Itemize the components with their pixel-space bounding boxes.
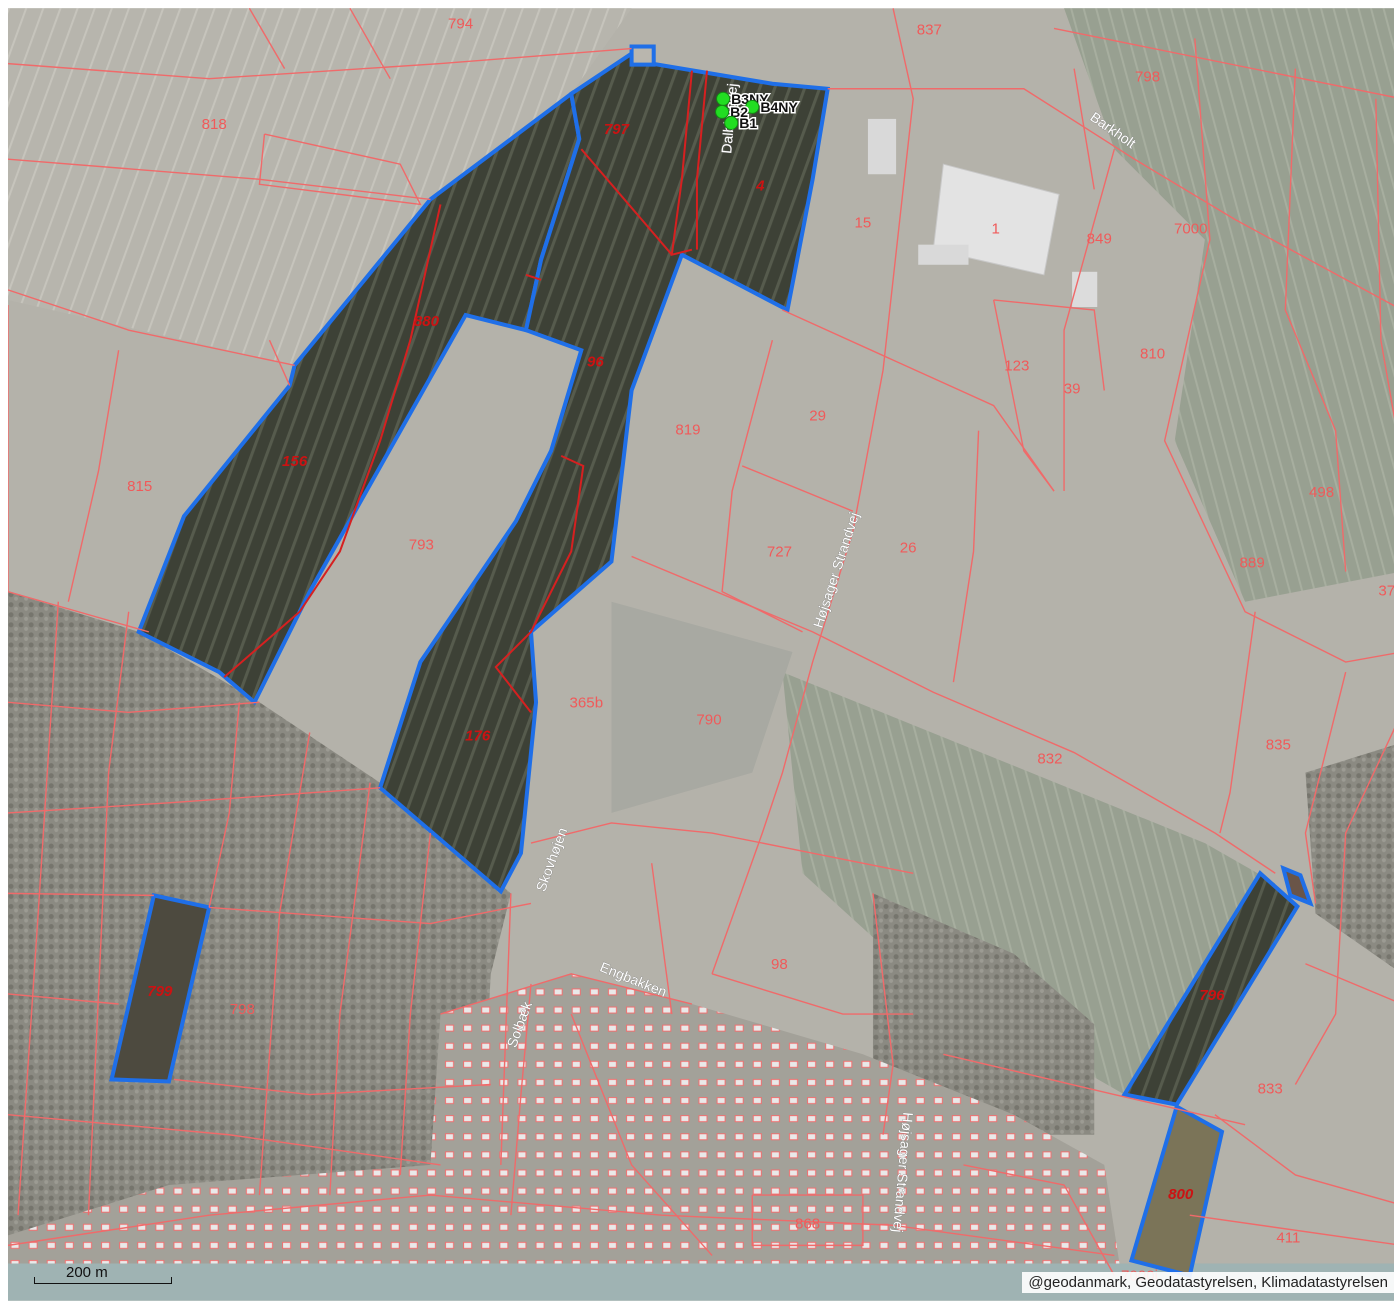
parcel-number-label: 833	[1258, 1081, 1283, 1098]
selected-parcel-number-label: 4	[755, 177, 765, 194]
well-marker[interactable]	[716, 91, 731, 106]
parcel-number-label: 849	[1087, 231, 1112, 248]
well-label: B4NY	[760, 99, 798, 115]
parcel-number-label: 365b	[570, 694, 604, 711]
well-label: B1	[739, 115, 757, 131]
selected-parcel-number-label: 797	[604, 121, 630, 138]
parcel-number-label: 370	[1378, 583, 1394, 600]
selected-parcel-labels: 797 4 880 156 96 176 799 796 800	[147, 121, 1225, 1203]
selected-parcel-number-label: 800	[1168, 1186, 1194, 1203]
parcel-number-label: 889	[1240, 555, 1265, 572]
aerial-map[interactable]: 7948378187981518497000123398108192981579…	[8, 8, 1394, 1301]
farm-building	[918, 244, 969, 265]
settlement-area	[8, 973, 1125, 1296]
selected-parcel-number-label: 796	[1199, 987, 1225, 1004]
parcel-number-label: 810	[1140, 345, 1165, 362]
parcel-number-label: 1	[991, 221, 999, 238]
parcel-number-label: 98	[771, 956, 788, 973]
parcel-number-label: 26	[900, 539, 917, 556]
scale-bar-line	[34, 1277, 172, 1284]
field-northeast	[1064, 8, 1394, 602]
parcel-number-label: 498	[1309, 484, 1334, 501]
scale-bar-label: 200 m	[66, 1264, 108, 1281]
parcel-number-label: 815	[127, 478, 152, 495]
internal-parcel-lines	[223, 70, 709, 713]
field-middle	[611, 601, 793, 813]
parcel-number-label: 819	[675, 422, 700, 439]
field-east	[782, 672, 1276, 1095]
parcel-number-label: 818	[202, 116, 227, 133]
forest-southeast	[872, 893, 1095, 1135]
selected-parcel-small-east[interactable]	[1280, 864, 1314, 907]
well-label: B3NY	[731, 91, 769, 107]
selected-parcel-797[interactable]	[377, 51, 831, 895]
parcel-number-label: 835	[1266, 737, 1291, 754]
selected-parcel-number-label: 96	[587, 353, 604, 370]
selected-parcels	[109, 44, 1314, 1279]
parcel-number-label: 790	[696, 711, 721, 728]
parcel-number-label: 39	[1064, 381, 1081, 398]
parcel-number-label: 794	[448, 15, 473, 32]
farm-building	[867, 118, 897, 175]
selected-parcel-number-label: 156	[282, 453, 308, 470]
selected-parcel-tiny[interactable]	[629, 44, 656, 67]
well-marker[interactable]	[715, 104, 730, 119]
map-attribution: @geodanmark, Geodatastyrelsen, Klimadata…	[1022, 1272, 1394, 1293]
parcel-number-label: 123	[1004, 357, 1029, 374]
scale-bar: 200 m	[18, 1263, 178, 1289]
cadastral-boundaries	[8, 8, 1394, 1276]
forest-far-east	[1305, 745, 1394, 969]
parcel-number-label: 837	[917, 21, 942, 38]
parcel-number-label: 793	[409, 536, 434, 553]
farm-building	[1072, 271, 1098, 308]
parcel-number-label: 29	[809, 408, 826, 425]
parcel-number-label: 727	[767, 543, 792, 560]
selected-parcel-799[interactable]	[109, 892, 212, 1084]
well-marker[interactable]	[724, 115, 739, 130]
parcel-number-label: 798	[1135, 69, 1160, 86]
parcel-number-label: 868	[795, 1215, 820, 1232]
parcel-number-label: 798	[230, 1001, 255, 1018]
selected-parcel-number-label: 880	[414, 313, 440, 330]
parcel-number-label: 15	[855, 215, 872, 232]
parcel-number-label: 411	[1276, 1229, 1300, 1246]
parcel-number-label: 832	[1037, 751, 1062, 768]
parcel-number-label: 7000	[1174, 221, 1208, 238]
selected-parcel-number-label: 176	[465, 727, 491, 744]
well-marker[interactable]	[745, 99, 760, 114]
selected-parcel-number-label: 799	[147, 983, 173, 1000]
